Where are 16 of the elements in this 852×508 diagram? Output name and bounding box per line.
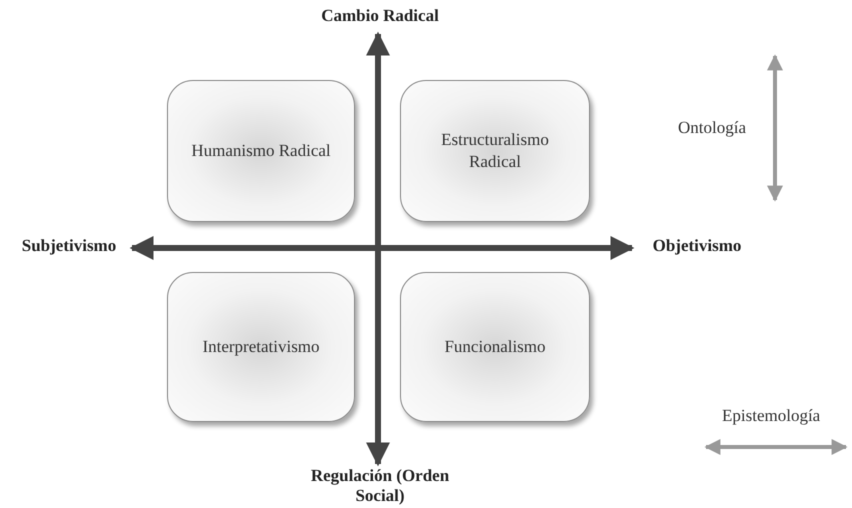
axis-label: Objetivismo [636,236,758,258]
quadrant-title: Humanismo Radical [191,140,331,162]
dimension-label: Ontología [678,118,746,138]
quadrant-box [400,272,590,422]
quadrant-title: Estructuralismo Radical [440,129,550,173]
axis-arrow [366,32,390,466]
axis-label: Subjetivismo [8,236,130,258]
axis-label: Cambio Radical [300,6,460,30]
axis-arrow [130,236,634,260]
quadrant-box [167,272,355,422]
quadrant-title: Interpretativismo [202,336,320,358]
axis-label: Regulación (Orden Social) [290,466,470,506]
quadrant-box [167,80,355,222]
quadrant-box [400,80,590,222]
quadrant-title: Funcionalismo [444,336,546,358]
dimension-label: Epistemología [722,406,820,426]
